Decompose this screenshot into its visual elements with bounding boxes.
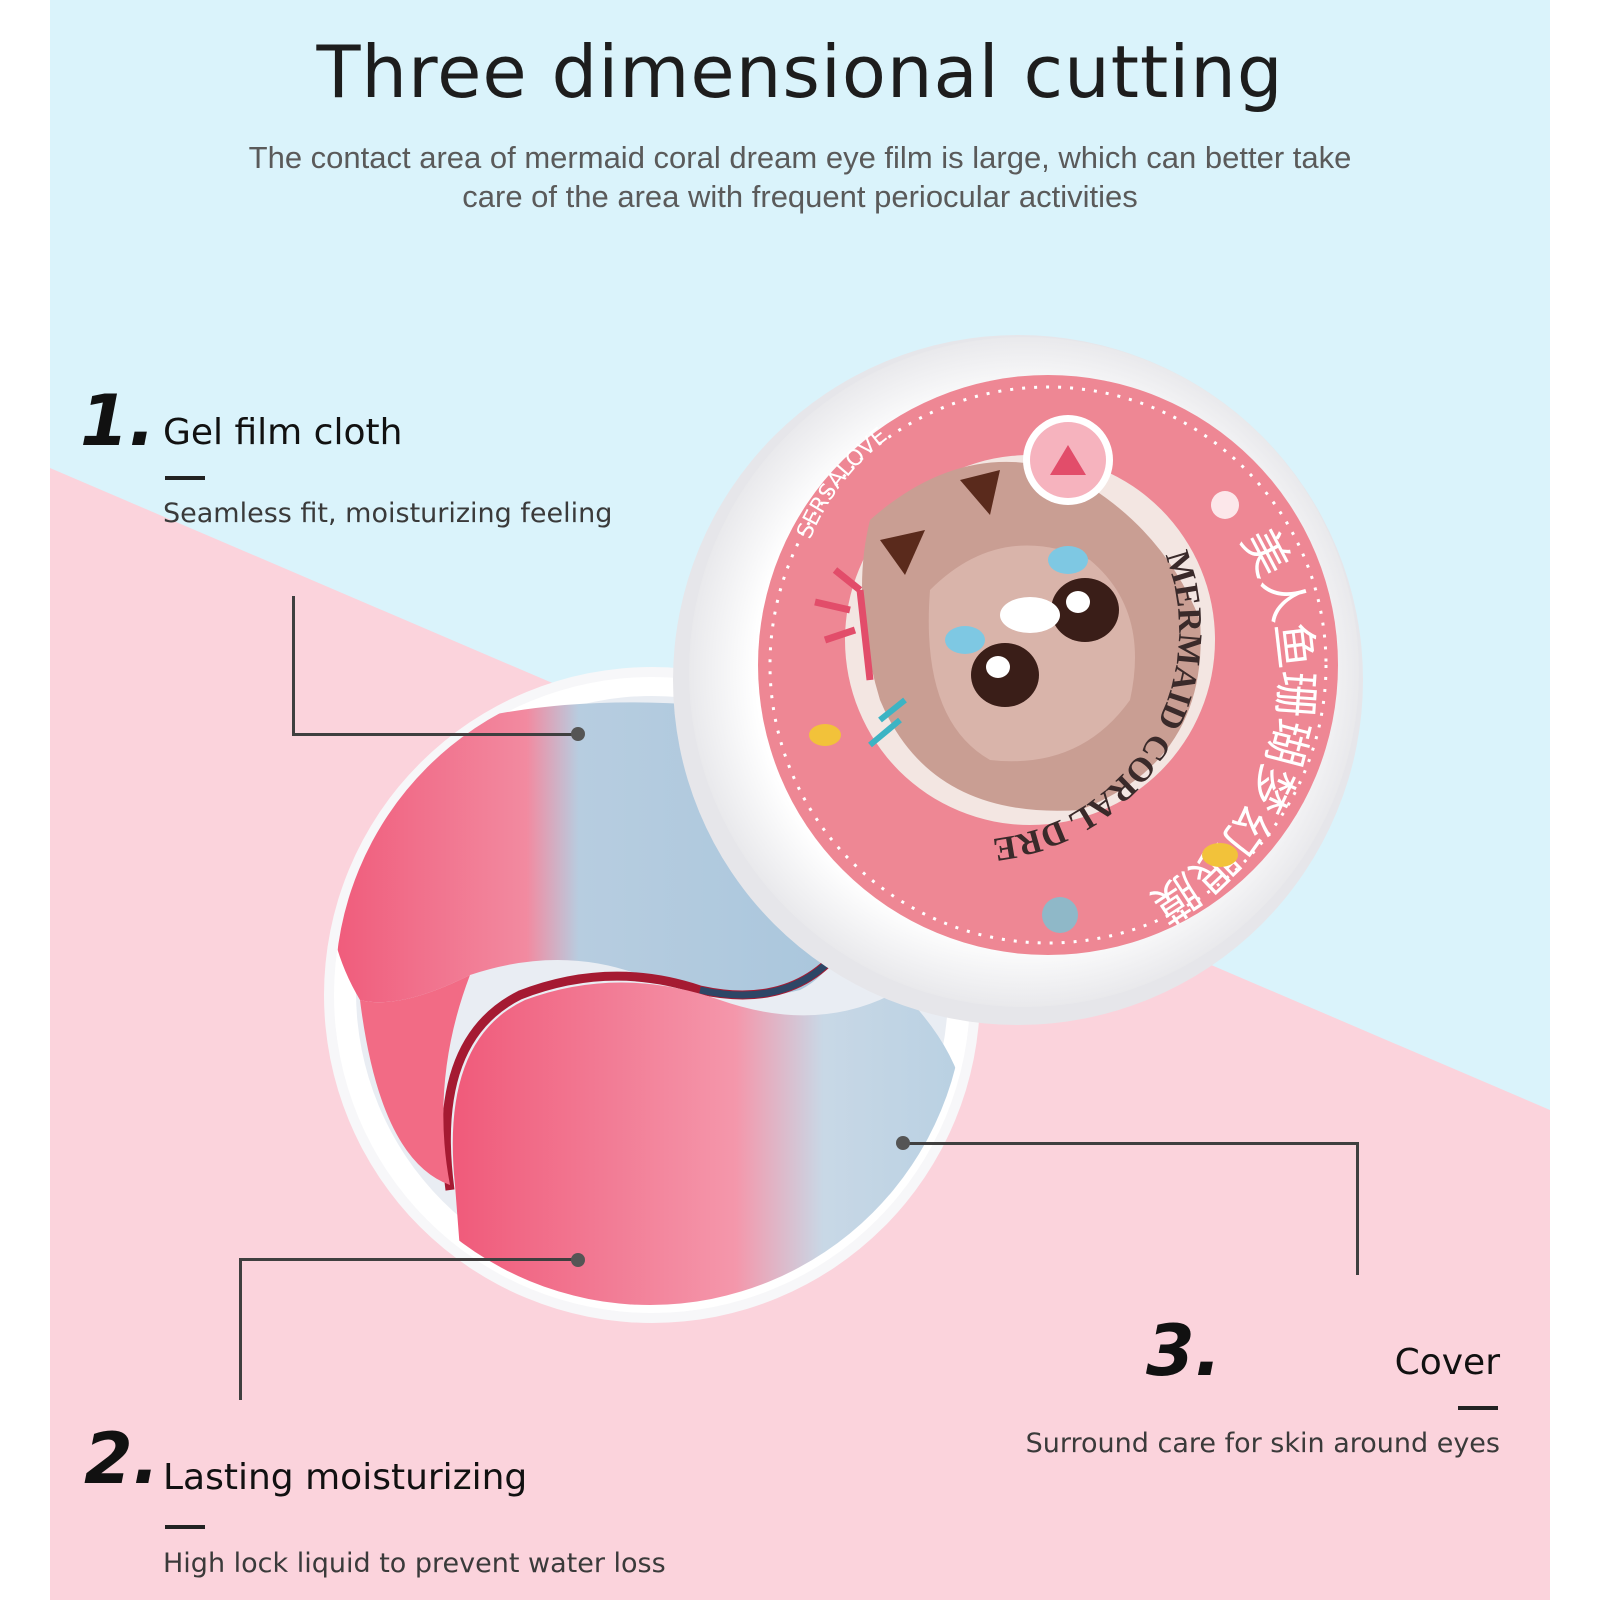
feature-2-description: High lock liquid to prevent water loss (163, 1548, 666, 1579)
feature-3-description: Surround care for skin around eyes (1025, 1428, 1500, 1459)
feature-3-title: Cover (1394, 1342, 1500, 1383)
feature-3-number: 3. (1146, 1310, 1222, 1392)
feature-1-number: 1. (80, 380, 156, 462)
feature-2-number: 2. (84, 1418, 160, 1500)
feature-1-dash (165, 476, 205, 480)
callout-dot-1 (571, 727, 585, 741)
feature-2-title: Lasting moisturizing (163, 1457, 528, 1498)
callout-lines (239, 596, 1359, 1400)
feature-2-dash (165, 1525, 205, 1529)
page-subtitle: The contact area of mermaid coral dream … (130, 138, 1470, 216)
subtitle-line-2: care of the area with frequent periocula… (462, 179, 1138, 214)
feature-3-dash (1458, 1406, 1498, 1410)
feature-1-title: Gel film cloth (163, 412, 403, 453)
callout-dot-3 (896, 1136, 910, 1150)
feature-1-description: Seamless fit, moisturizing feeling (163, 498, 613, 529)
page-title: Three dimensional cutting (316, 30, 1284, 114)
subtitle-line-1: The contact area of mermaid coral dream … (248, 140, 1352, 175)
callout-dot-2 (571, 1253, 585, 1267)
